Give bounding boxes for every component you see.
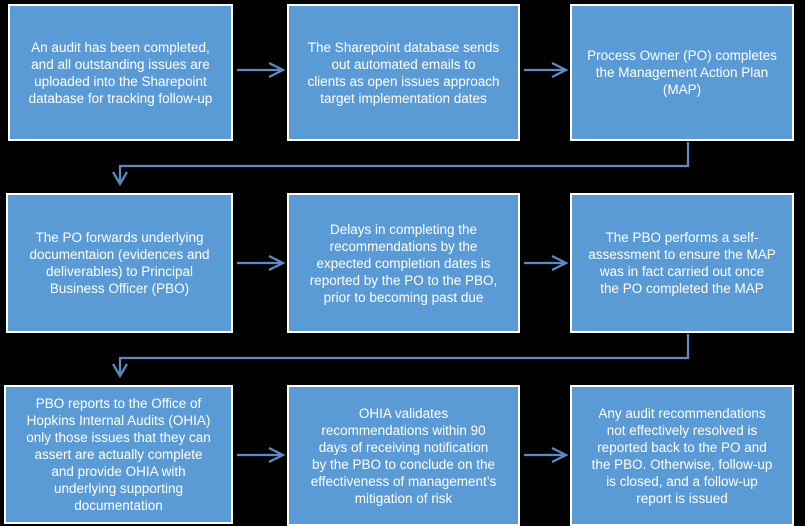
flowchart-step-1: An audit has been completed, and all out… (8, 4, 233, 141)
step-3-text: Process Owner (PO) completes the Managem… (587, 48, 777, 97)
arrow-step7-step8 (237, 446, 286, 464)
flowchart-step-9: Any audit recommendations not effectivel… (570, 385, 794, 526)
step-9-text: Any audit recommendations not effectivel… (591, 405, 773, 506)
step-1-text: An audit has been completed, and all out… (28, 39, 213, 106)
arrow-step1-step2 (237, 61, 286, 79)
flowchart-step-6: The PBO performs a self- assessment to e… (570, 193, 794, 333)
flowchart-step-8: OHIA validates recommendations within 90… (287, 385, 520, 526)
step-2-text: The Sharepoint database sends out automa… (307, 39, 500, 106)
step-8-text: OHIA validates recommendations within 90… (310, 405, 497, 506)
arrow-step4-step5 (237, 254, 286, 272)
arrow-step2-step3 (524, 61, 569, 79)
flowchart-step-4: The PO forwards underlying documentaion … (6, 193, 233, 333)
step-7-text: PBO reports to the Office of Hopkins Int… (26, 396, 211, 513)
flowchart-step-3: Process Owner (PO) completes the Managem… (570, 4, 794, 141)
flowchart-step-7: PBO reports to the Office of Hopkins Int… (4, 385, 233, 524)
arrow-step6-step7 (112, 334, 690, 379)
arrow-step3-step4 (112, 142, 690, 187)
step-4-text: The PO forwards underlying documentaion … (29, 230, 210, 296)
flowchart-step-2: The Sharepoint database sends out automa… (287, 4, 520, 141)
flowchart-step-5: Delays in completing the recommendations… (287, 193, 520, 333)
step-5-text: Delays in completing the recommendations… (309, 221, 498, 305)
step-6-text: The PBO performs a self- assessment to e… (588, 230, 776, 296)
arrow-step8-step9 (524, 446, 569, 464)
arrow-step5-step6 (524, 254, 569, 272)
